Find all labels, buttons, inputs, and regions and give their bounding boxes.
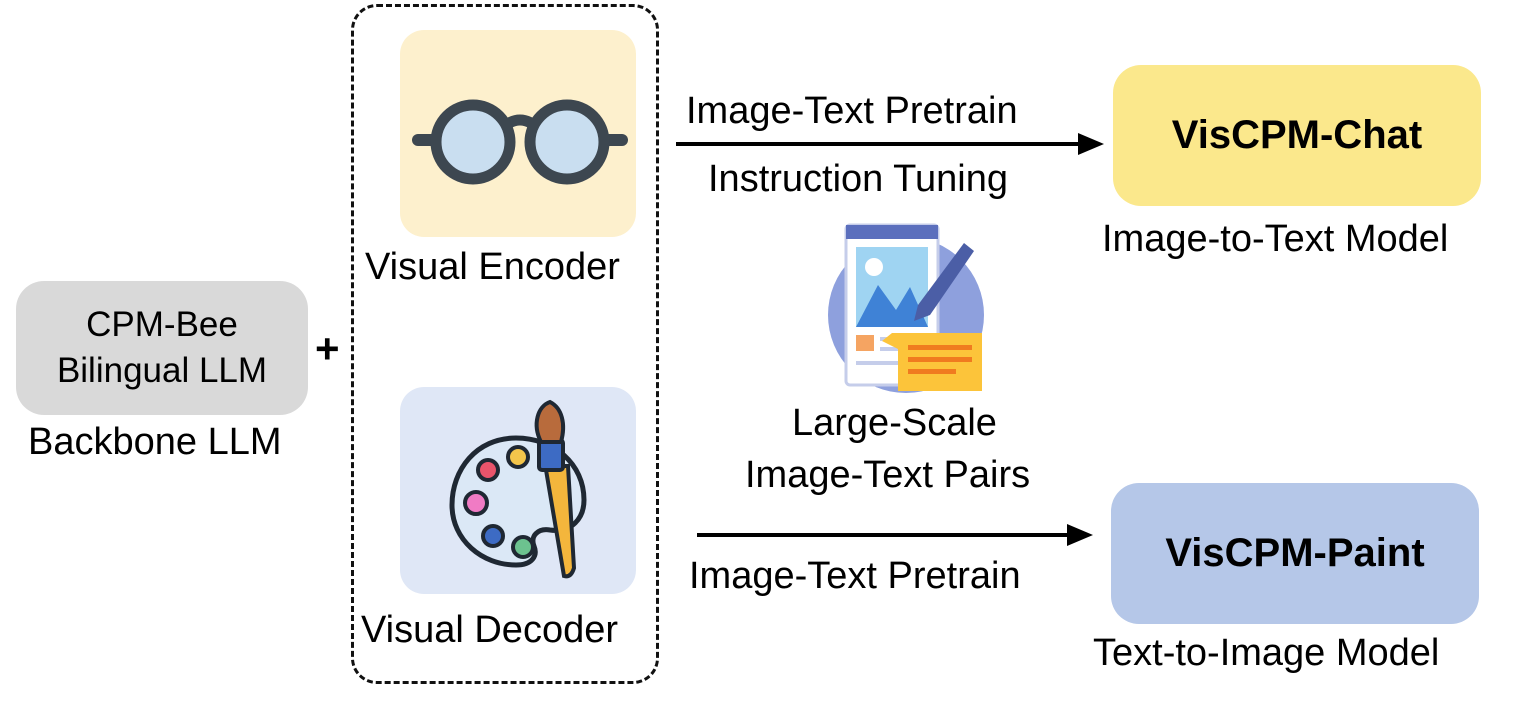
viscpm-paint-box: VisCPM-Paint	[1111, 483, 1479, 624]
viscpm-chat-caption: Image-to-Text Model	[1102, 218, 1449, 260]
viscpm-chat-name: VisCPM-Chat	[1171, 113, 1423, 157]
data-source-line2: Image-Text Pairs	[745, 454, 1031, 496]
backbone-llm-box: CPM-Bee Bilingual LLM	[16, 281, 308, 415]
viscpm-paint-name: VisCPM-Paint	[1165, 531, 1425, 575]
backbone-line2: Bilingual LLM	[56, 351, 268, 390]
bottom-arrow-label: Image-Text Pretrain	[689, 555, 1021, 597]
backbone-caption: Backbone LLM	[28, 421, 282, 463]
plus-sign: +	[315, 325, 340, 372]
visual-encoder-label: Visual Encoder	[365, 246, 620, 288]
glasses-icon	[412, 99, 628, 185]
backbone-line1: CPM-Bee	[86, 305, 238, 344]
data-source-line1: Large-Scale	[792, 402, 997, 444]
top-arrow-label-below: Instruction Tuning	[708, 158, 1008, 200]
top-arrow	[676, 133, 1104, 155]
visual-module-dashed-group	[351, 4, 659, 684]
viscpm-paint-caption: Text-to-Image Model	[1093, 632, 1440, 674]
palette-brush-icon	[449, 399, 587, 579]
top-arrow-label-above: Image-Text Pretrain	[686, 90, 1018, 132]
viscpm-chat-box: VisCPM-Chat	[1113, 65, 1481, 206]
visual-decoder-label: Visual Decoder	[361, 609, 619, 651]
bottom-arrow	[697, 524, 1093, 546]
image-text-document-icon	[828, 223, 984, 393]
